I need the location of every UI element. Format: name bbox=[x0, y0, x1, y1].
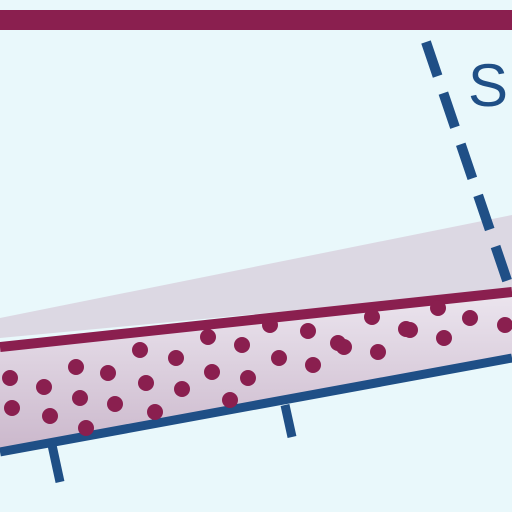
particle bbox=[234, 337, 250, 353]
particle bbox=[4, 400, 20, 416]
particle bbox=[305, 357, 321, 373]
tick-mark bbox=[280, 404, 297, 438]
membrane-line bbox=[0, 287, 512, 352]
particle bbox=[72, 390, 88, 406]
particle bbox=[68, 359, 84, 375]
particle bbox=[436, 330, 452, 346]
particle bbox=[300, 323, 316, 339]
particle bbox=[132, 342, 148, 358]
top-bar bbox=[0, 10, 512, 30]
particle bbox=[430, 300, 446, 316]
particle bbox=[336, 339, 352, 355]
particle bbox=[222, 392, 238, 408]
particle bbox=[100, 365, 116, 381]
cropped-label: S bbox=[468, 52, 509, 119]
particle bbox=[168, 350, 184, 366]
particle bbox=[204, 364, 220, 380]
particle bbox=[107, 396, 123, 412]
particle bbox=[42, 408, 58, 424]
tick-mark bbox=[47, 444, 65, 483]
particle bbox=[402, 322, 418, 338]
particle bbox=[364, 309, 380, 325]
particle bbox=[497, 317, 512, 333]
particle bbox=[138, 375, 154, 391]
particle bbox=[271, 350, 287, 366]
particle bbox=[2, 370, 18, 386]
particle bbox=[78, 420, 94, 436]
baseline bbox=[0, 353, 512, 457]
particle bbox=[262, 317, 278, 333]
particle bbox=[462, 310, 478, 326]
particle bbox=[370, 344, 386, 360]
upper-layer bbox=[0, 215, 512, 338]
particle bbox=[174, 381, 190, 397]
particle bbox=[200, 329, 216, 345]
particles bbox=[2, 300, 512, 436]
dashed-line bbox=[421, 40, 512, 297]
particle bbox=[36, 379, 52, 395]
particle bbox=[240, 370, 256, 386]
particle bbox=[147, 404, 163, 420]
particle-layer bbox=[0, 290, 512, 450]
